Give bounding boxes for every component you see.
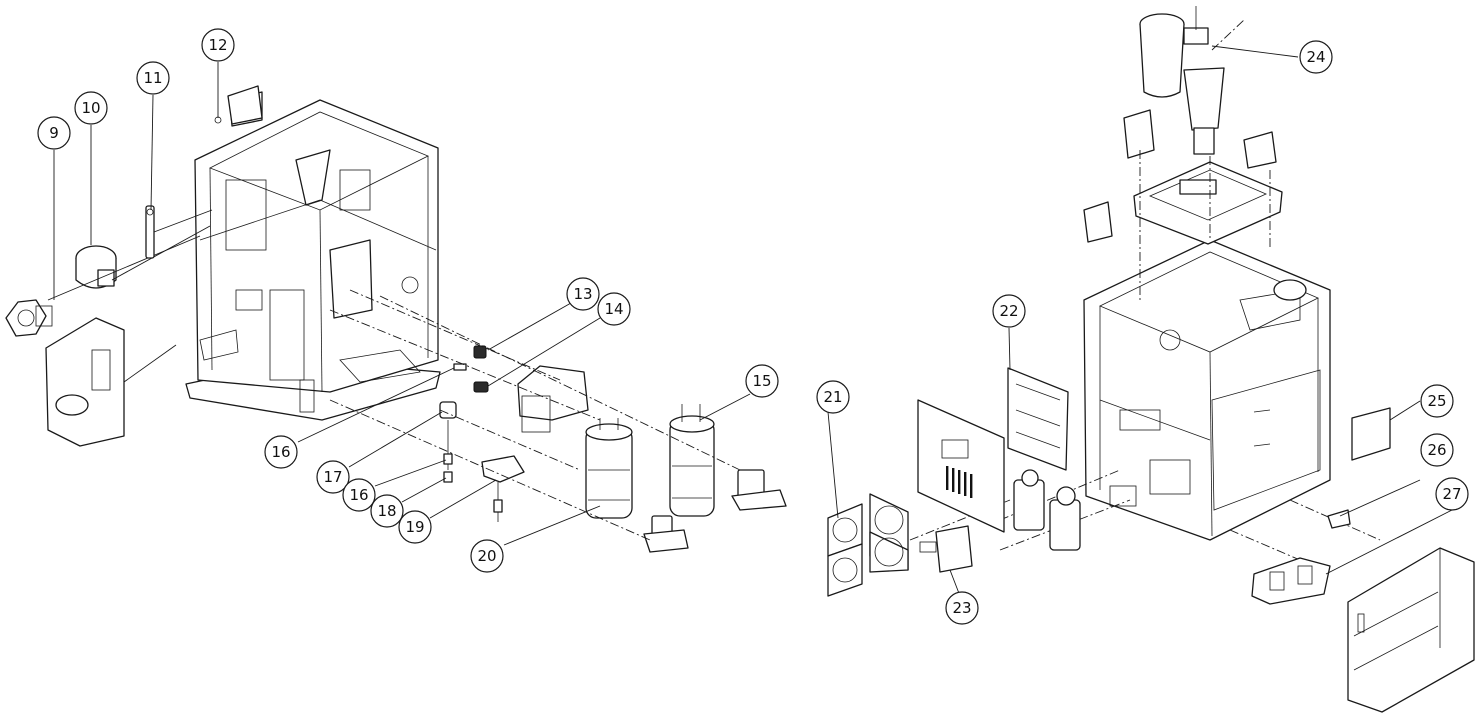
valve-block-27 xyxy=(1251,557,1331,605)
callout-22-label: 22 xyxy=(999,302,1018,320)
left-frame-assembly xyxy=(185,91,441,421)
callout-21: 21 xyxy=(816,380,850,414)
valve-group-16-19 xyxy=(439,401,525,522)
grinder-part xyxy=(47,225,211,301)
solenoid-valve-left xyxy=(643,515,689,553)
callout-18: 18 xyxy=(370,494,404,528)
callout-13-label: 13 xyxy=(573,285,592,303)
callout-11-label: 11 xyxy=(143,69,162,87)
callout-17: 17 xyxy=(316,460,350,494)
psu-housing xyxy=(917,399,1005,533)
callout-9-label: 9 xyxy=(49,124,59,142)
side-cover-panel xyxy=(1347,547,1475,713)
callout-16-upper: 16 xyxy=(264,435,298,469)
control-board-22 xyxy=(1007,367,1069,471)
callout-14: 14 xyxy=(597,292,631,326)
callout-25: 25 xyxy=(1420,384,1454,418)
fitting-26 xyxy=(1327,479,1421,529)
transformer-23 xyxy=(919,525,973,573)
small-fitting-part xyxy=(214,85,263,125)
callout-25-label: 25 xyxy=(1427,392,1446,410)
right-frame-assembly xyxy=(1083,239,1331,541)
sensor-rod-part xyxy=(145,205,213,259)
callout-16-lower: 16 xyxy=(342,478,376,512)
callout-13: 13 xyxy=(566,277,600,311)
solenoid-valve-right xyxy=(731,469,787,511)
pump-group xyxy=(1013,469,1081,551)
callout-14-label: 14 xyxy=(604,300,623,318)
callout-24: 24 xyxy=(1299,40,1333,74)
callout-9: 9 xyxy=(37,116,71,150)
callout-11: 11 xyxy=(136,61,170,95)
callout-12: 12 xyxy=(201,28,235,62)
callout-20-label: 20 xyxy=(477,547,496,565)
callout-21-label: 21 xyxy=(823,388,842,406)
callout-19: 19 xyxy=(398,510,432,544)
callout-26-label: 26 xyxy=(1427,441,1446,459)
callout-18-label: 18 xyxy=(377,502,396,520)
fan-group-21 xyxy=(827,493,909,597)
callout-17-label: 17 xyxy=(323,468,342,486)
boiler-part-15 xyxy=(669,404,715,517)
callout-10: 10 xyxy=(74,91,108,125)
callout-20: 20 xyxy=(470,539,504,573)
cover-plate-25 xyxy=(1351,407,1391,461)
callout-22: 22 xyxy=(992,294,1026,328)
callout-24-label: 24 xyxy=(1306,48,1325,66)
callout-10-label: 10 xyxy=(81,99,100,117)
callout-27: 27 xyxy=(1435,477,1469,511)
callout-16-upper-label: 16 xyxy=(271,443,290,461)
callout-16-lower-label: 16 xyxy=(349,486,368,504)
callout-15-label: 15 xyxy=(752,372,771,390)
callout-23: 23 xyxy=(945,591,979,625)
hopper-assembly-24 xyxy=(1083,6,1283,245)
callout-15: 15 xyxy=(745,364,779,398)
callout-12-label: 12 xyxy=(208,36,227,54)
left-dash-lines xyxy=(329,289,741,541)
callout-23-label: 23 xyxy=(952,599,971,617)
callout-19-label: 19 xyxy=(405,518,424,536)
fittings-13-14 xyxy=(453,345,489,393)
boiler-part-20 xyxy=(585,418,633,519)
callout-27-label: 27 xyxy=(1442,485,1461,503)
pump-bracket-part xyxy=(517,365,589,433)
callout-leaders xyxy=(53,45,1453,597)
brew-unit-part xyxy=(5,299,177,447)
callout-26: 26 xyxy=(1420,433,1454,467)
